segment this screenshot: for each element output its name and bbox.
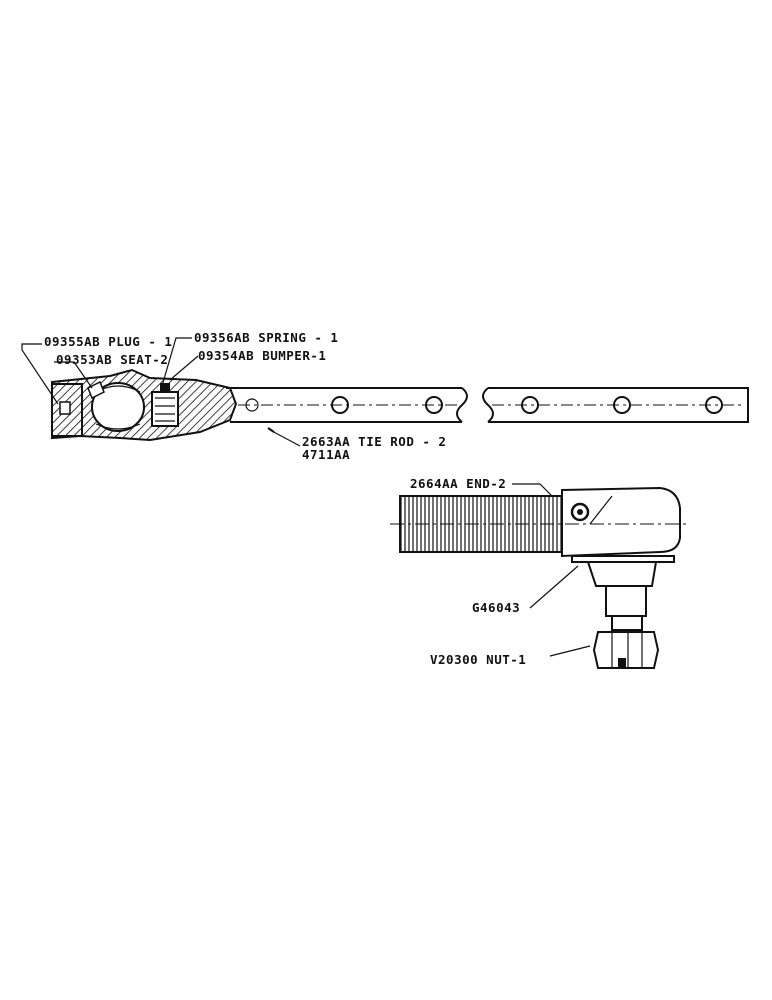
label-nut: V20300 NUT-1 <box>430 652 526 667</box>
label-spring: 09356AB SPRING - 1 <box>194 330 338 345</box>
label-seat: 09353AB SEAT-2 <box>56 352 168 367</box>
label-tie-rod: 2663AA TIE ROD - 2 <box>302 434 446 449</box>
tie-rod-tube-left <box>226 387 468 423</box>
label-plug: 09355AB PLUG - 1 <box>44 334 172 349</box>
seat-part <box>87 380 105 400</box>
part-labels: 09355AB PLUG - 1 09353AB SEAT-2 09356AB … <box>44 330 526 667</box>
label-washer: G46043 <box>472 600 520 615</box>
bumper-part <box>160 383 170 392</box>
plug-part <box>51 383 83 437</box>
ball-stud <box>91 382 145 432</box>
label-bumper: 09354AB BUMPER-1 <box>198 348 326 363</box>
label-end: 2664AA END-2 <box>410 476 506 491</box>
tie-rod-end-assembly <box>390 486 690 669</box>
tie-rod-socket-section <box>51 368 238 442</box>
label-tie-rod-alt: 4711AA <box>302 447 350 462</box>
leader-lines <box>21 337 591 657</box>
tie-rod-tube-right <box>482 387 749 423</box>
